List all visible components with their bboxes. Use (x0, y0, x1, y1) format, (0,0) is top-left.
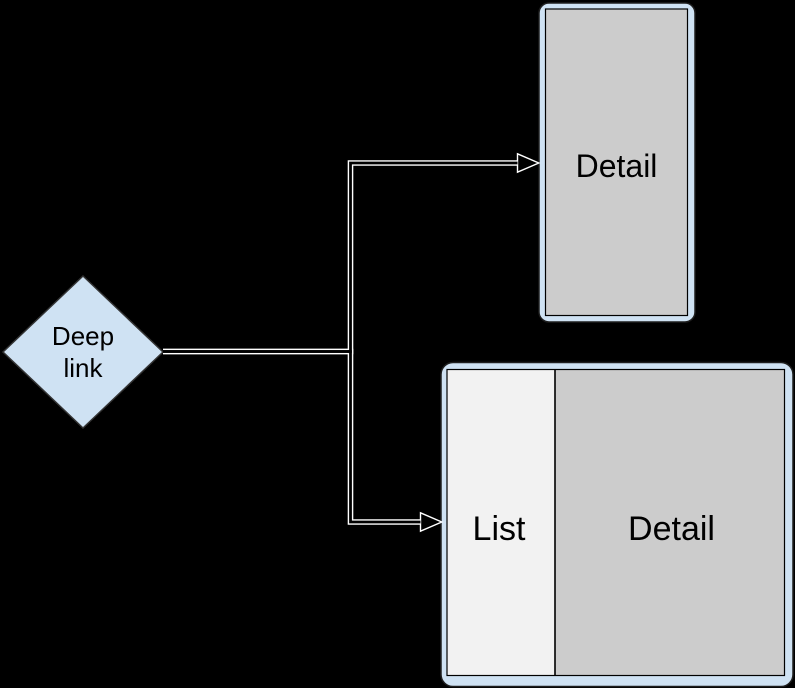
phone-screen (544, 8, 689, 317)
tablet-node: List Detail (440, 361, 794, 688)
deep-link-node: Deep link (1, 274, 165, 430)
edge-deeplink-to-tablet-core (163, 350, 421, 524)
tablet-list-label: List (473, 510, 526, 548)
edge-lines-core (163, 161, 518, 524)
phone-node: Detail (538, 2, 696, 323)
deep-link-label-line1: Deep (52, 321, 114, 351)
tablet-list-panel (447, 369, 555, 676)
tablet-detail-panel (555, 369, 785, 676)
tablet-detail-label: Detail (628, 510, 715, 548)
phone-detail-label: Detail (576, 148, 658, 184)
deep-link-diamond (1, 274, 165, 430)
tablet-screen-outline (446, 368, 786, 677)
deep-link-label-line2: link (63, 353, 103, 383)
